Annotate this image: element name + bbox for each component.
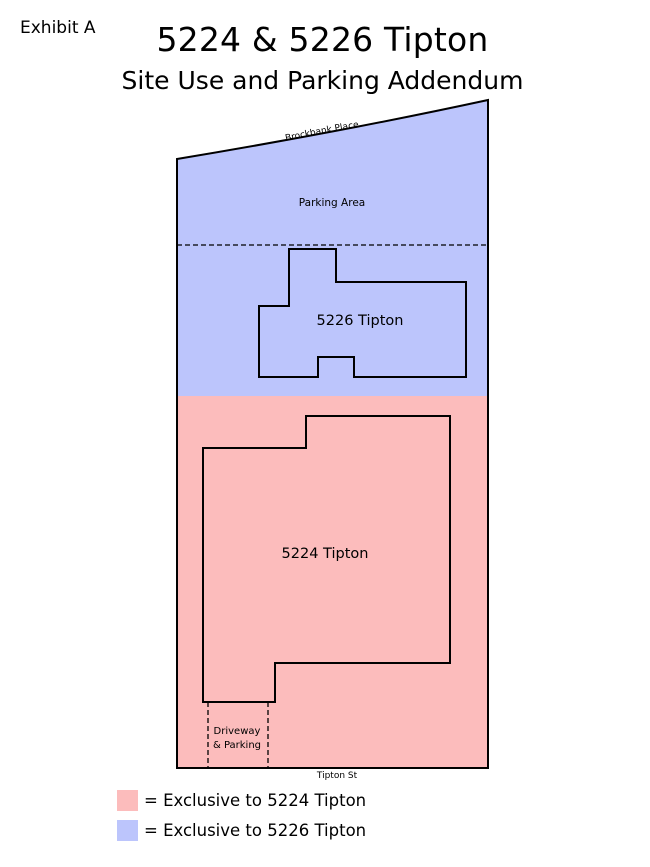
- legend-swatch-5224: [117, 789, 138, 811]
- driveway-label-line1: Driveway: [214, 726, 261, 737]
- exhibit-label: Exhibit A: [20, 18, 96, 38]
- legend-label-5226: = Exclusive to 5226 Tipton: [144, 820, 367, 840]
- legend-item-5224: = Exclusive to 5224 Tipton: [117, 789, 366, 811]
- page-title: 5224 & 5226 Tipton: [156, 20, 489, 59]
- street-label-tipton: Tipton St: [316, 771, 358, 781]
- building-5224-label: 5224 Tipton: [282, 546, 369, 562]
- parking-area-label: Parking Area: [299, 197, 365, 209]
- page-subtitle: Site Use and Parking Addendum: [121, 66, 524, 95]
- building-5224-outline: [202, 415, 451, 703]
- zone-5224: [177, 396, 488, 768]
- driveway-label-line2: & Parking: [213, 740, 261, 751]
- building-5226-label: 5226 Tipton: [317, 313, 404, 329]
- legend-label-5224: = Exclusive to 5224 Tipton: [144, 790, 367, 810]
- legend-item-5226: = Exclusive to 5226 Tipton: [117, 819, 366, 841]
- legend-swatch-5226: [117, 819, 138, 841]
- lot-boundary: [176, 98, 489, 769]
- building-5226-outline: [258, 248, 467, 378]
